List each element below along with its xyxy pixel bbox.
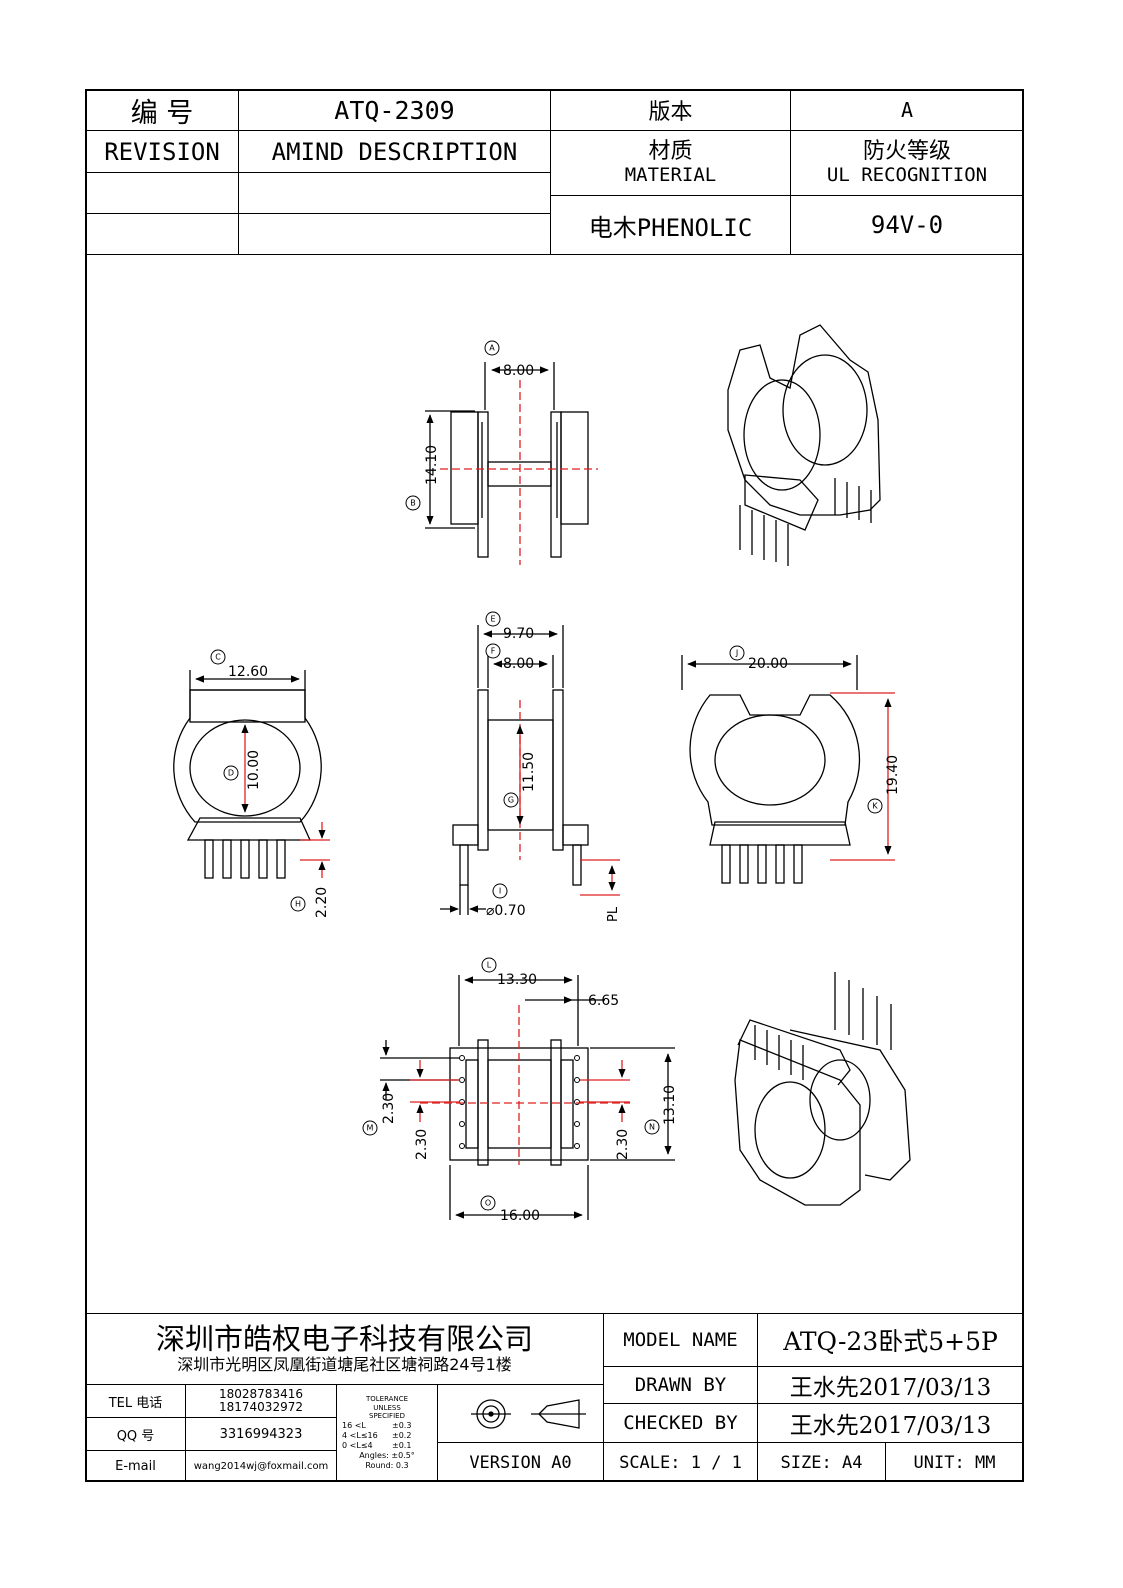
marker-i: I xyxy=(499,887,501,896)
dim-l: 13.30 xyxy=(497,972,537,988)
version-label: 版本 xyxy=(648,100,693,125)
tel-label: TEL 电话 xyxy=(108,1395,163,1411)
marker-o: O xyxy=(485,1199,491,1208)
dim-g: 11.50 xyxy=(521,752,537,792)
scale-label: SCALE: 1 / 1 xyxy=(619,1452,742,1473)
marker-m: M xyxy=(367,1124,374,1133)
dim-n: 13.10 xyxy=(662,1085,678,1125)
marker-n: N xyxy=(649,1123,655,1132)
revision-label: REVISION xyxy=(104,137,220,166)
dim-k: 19.40 xyxy=(885,755,901,795)
company-address: 深圳市光明区凤凰街道塘尾社区塘祠路24号1楼 xyxy=(177,1355,512,1375)
dim-o: 16.00 xyxy=(500,1208,540,1224)
dim-p1: 2.30 xyxy=(414,1129,430,1160)
tolerance-table: TOLERANCE UNLESS SPECIFIED 16 <L±0.3 4 <… xyxy=(342,1394,415,1471)
dim-pl: PL xyxy=(606,906,621,922)
qq-value: 3316994323 xyxy=(219,1426,303,1442)
top-view xyxy=(425,362,598,565)
version-value: A xyxy=(900,98,914,122)
marker-b: B xyxy=(410,499,416,508)
first-angle-projection-icon xyxy=(470,1398,586,1429)
drawn-by-label: DRAWN BY xyxy=(634,1374,727,1396)
dim-a: 8.00 xyxy=(503,363,534,379)
company-name: 深圳市皓权电子科技有限公司 xyxy=(155,1322,533,1357)
dim-c: 12.60 xyxy=(228,664,268,680)
checked-by-value: 王水先2017/03/13 xyxy=(789,1413,992,1439)
marker-g: G xyxy=(508,796,514,805)
checked-by-label: CHECKED BY xyxy=(623,1412,738,1434)
marker-d: D xyxy=(228,769,234,778)
size-label: SIZE: A4 xyxy=(780,1452,863,1473)
dim-h: 2.20 xyxy=(314,887,330,918)
dim-pin: ⌀0.70 xyxy=(486,903,526,919)
right-end-view xyxy=(681,655,895,884)
marker-h: H xyxy=(295,900,301,909)
tel-values: 18028783416 18174032972 xyxy=(219,1386,303,1414)
isometric-view-2 xyxy=(734,972,911,1206)
drawn-by-value: 王水先2017/03/13 xyxy=(789,1375,992,1401)
marker-k: K xyxy=(872,802,878,811)
amend-description-label: AMIND DESCRIPTION xyxy=(271,137,518,166)
dim-j: 20.00 xyxy=(748,656,788,672)
dim-b: 14.10 xyxy=(424,445,440,485)
marker-j: J xyxy=(735,649,738,658)
dim-half: 6.65 xyxy=(588,993,619,1009)
dim-e: 9.70 xyxy=(503,626,534,642)
model-name-label: MODEL NAME xyxy=(623,1329,738,1351)
side-view xyxy=(440,625,620,915)
version-a0: VERSION A0 xyxy=(469,1452,572,1473)
marker-l: L xyxy=(487,961,492,970)
marker-e: E xyxy=(490,615,495,624)
ul-recognition-label: 防火等级 UL RECOGNITION xyxy=(826,139,988,186)
projection-symbol xyxy=(438,1385,603,1442)
email-value: wang2014wj@foxmail.com xyxy=(193,1461,329,1472)
material-label: 材质 MATERIAL xyxy=(624,139,717,186)
material-value: 电木PHENOLIC xyxy=(588,213,753,242)
marker-c: C xyxy=(215,653,221,662)
ul-value: 94V-0 xyxy=(870,211,944,239)
dim-m: 2.30 xyxy=(381,1093,397,1124)
unit-label: UNIT: MM xyxy=(913,1452,996,1473)
dim-f: 8.00 xyxy=(503,656,534,672)
qq-label: QQ 号 xyxy=(116,1428,155,1444)
dim-p2: 2.30 xyxy=(615,1129,631,1160)
isometric-view-1 xyxy=(727,324,881,566)
company-header: 深圳市皓权电子科技有限公司 深圳市光明区凤凰街道塘尾社区塘祠路24号1楼 xyxy=(86,1315,603,1383)
dim-d: 10.00 xyxy=(246,750,262,790)
marker-a: A xyxy=(489,344,495,353)
bottom-view xyxy=(380,975,675,1220)
marker-f: F xyxy=(491,647,496,656)
number-value: ATQ-2309 xyxy=(334,95,455,125)
model-name-value: ATQ-23卧式5+5P xyxy=(783,1327,998,1356)
left-end-view xyxy=(173,670,330,879)
drawing-sheet xyxy=(85,89,1024,1482)
email-label: E-mail xyxy=(115,1459,156,1474)
number-label: 编 号 xyxy=(130,97,194,129)
